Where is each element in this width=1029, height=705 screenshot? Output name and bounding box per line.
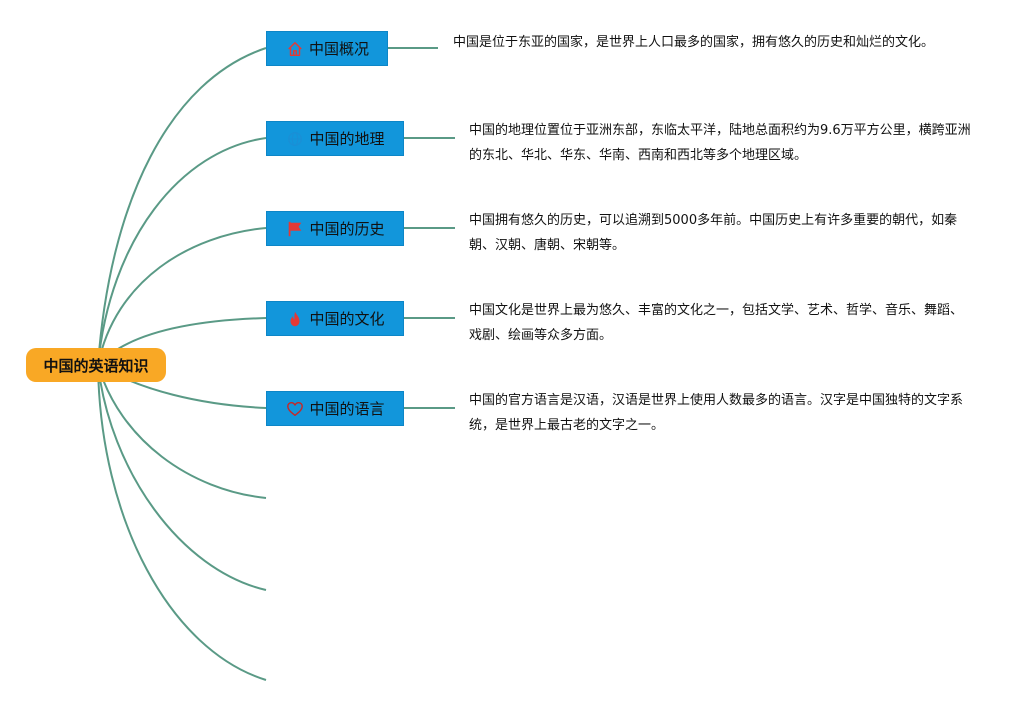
root-node[interactable]: 中国的英语知识: [26, 348, 166, 382]
branch-node-culture[interactable]: 中国的文化: [266, 301, 404, 336]
home-icon: [285, 39, 305, 59]
branch-label: 中国的历史: [309, 220, 385, 238]
connector-empty-1: [97, 364, 267, 499]
branch-node-geography[interactable]: 中国的地理: [266, 121, 404, 156]
heart-icon: [285, 399, 305, 419]
fire-icon: [285, 309, 305, 329]
connector-branch-3: [97, 227, 267, 366]
connector-empty-2: [97, 364, 267, 591]
connector-branch-2: [97, 137, 267, 366]
branch-node-language[interactable]: 中国的语言: [266, 391, 404, 426]
globe-icon: [285, 129, 305, 149]
branch-label: 中国概况: [308, 40, 369, 58]
branch-label: 中国的地理: [309, 130, 385, 148]
description-geography: 中国的地理位置位于亚洲东部，东临太平洋，陆地总面积约为9.6万平方公里，横跨亚洲…: [469, 123, 971, 163]
description-history: 中国拥有悠久的历史，可以追溯到5000多年前。中国历史上有许多重要的朝代，如秦朝…: [469, 213, 958, 253]
branch-label: 中国的文化: [309, 310, 385, 328]
connector-branch-1: [97, 47, 267, 366]
branch-label: 中国的语言: [309, 400, 385, 418]
description-overview: 中国是位于东亚的国家，是世界上人口最多的国家，拥有悠久的历史和灿烂的文化。: [453, 35, 935, 50]
description-language: 中国的官方语言是汉语，汉语是世界上使用人数最多的语言。汉字是中国独特的文字系统，…: [469, 393, 964, 433]
description-culture: 中国文化是世界上最为悠久、丰富的文化之一，包括文学、艺术、哲学、音乐、舞蹈、戏剧…: [469, 303, 964, 343]
branch-node-overview[interactable]: 中国概况: [266, 31, 388, 66]
flag-icon: [285, 219, 305, 239]
connector-empty-3: [97, 364, 267, 681]
branch-node-history[interactable]: 中国的历史: [266, 211, 404, 246]
